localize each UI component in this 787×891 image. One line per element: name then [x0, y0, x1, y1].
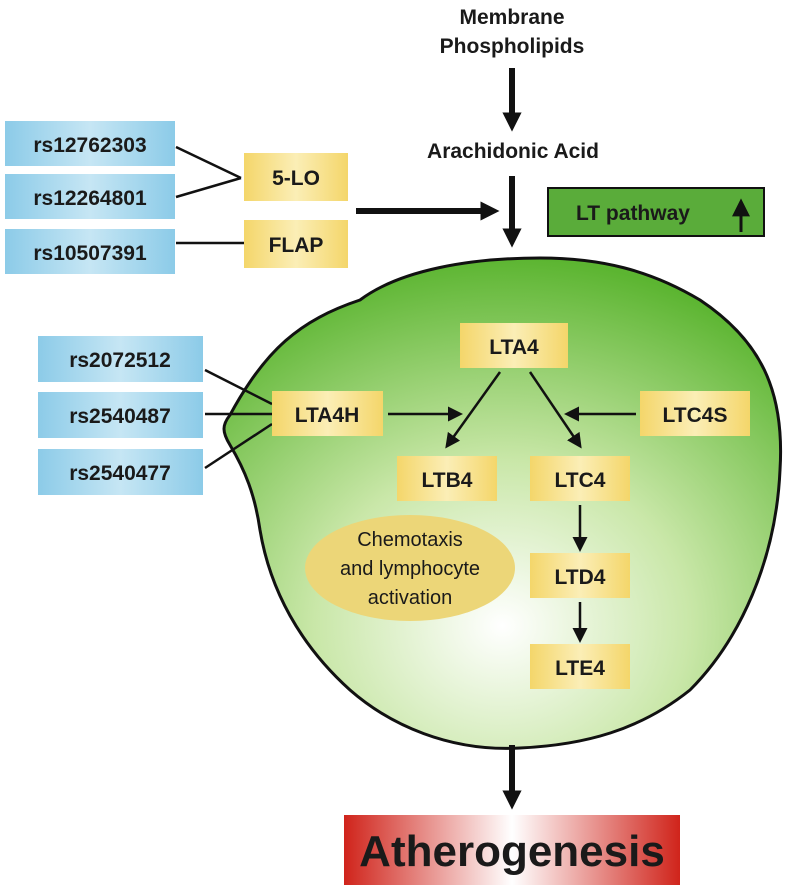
effect-line-2: and lymphocyte: [340, 558, 480, 580]
cell-shape: [222, 256, 783, 750]
metabolite-label-lta4: LTA4: [489, 336, 539, 359]
effect-line-3: activation: [368, 587, 453, 609]
metabolite-box-ltd4: [530, 553, 630, 598]
enzyme-box-lta4h: [272, 391, 383, 436]
enzyme-label-5lo: 5-LO: [272, 167, 320, 190]
enzyme-box-ltc4s: [640, 391, 750, 436]
snp-box-rs12762303: [5, 121, 175, 166]
enzyme-label-ltc4s: LTC4S: [663, 404, 728, 427]
snp-label: rs12762303: [33, 134, 146, 157]
membrane-label-line1: Membrane: [459, 6, 564, 29]
snp-box-rs2540477: [38, 449, 203, 495]
atherogenesis-box: [344, 815, 680, 885]
lt-pathway-label: LT pathway: [576, 202, 690, 225]
enzyme-label-lta4h: LTA4H: [295, 404, 360, 427]
enzyme-box-flap: [244, 220, 348, 268]
connector-snp2-5lo: [175, 176, 242, 199]
snp-label: rs10507391: [33, 242, 147, 265]
snp-label: rs2540477: [69, 462, 171, 485]
snp-label: rs2540487: [69, 405, 171, 428]
metabolite-label-ltc4: LTC4: [555, 469, 606, 492]
connector-rs2540477-lta4h: [204, 422, 273, 470]
atherogenesis-label: Atherogenesis: [359, 827, 665, 876]
arachidonic-acid-label: Arachidonic Acid: [427, 140, 599, 163]
snp-label: rs12264801: [33, 187, 147, 210]
ltb4-effect-ellipse: [305, 515, 515, 621]
metabolite-label-ltd4: LTD4: [555, 566, 606, 589]
snp-box-rs12264801: [5, 174, 175, 219]
enzyme-box-5lo: [244, 153, 348, 201]
effect-line-1: Chemotaxis: [357, 529, 463, 551]
metabolite-label-ltb4: LTB4: [422, 469, 473, 492]
snp-label: rs2072512: [69, 349, 171, 372]
enzyme-label-flap: FLAP: [269, 234, 324, 257]
lt-pathway-box: [547, 187, 765, 237]
metabolite-box-ltb4: [397, 456, 497, 501]
metabolite-box-lte4: [530, 644, 630, 689]
connector-rs2072512-lta4h: [204, 368, 273, 406]
metabolite-label-lte4: LTE4: [555, 657, 605, 680]
arrow-lta4-to-ltc4: [528, 371, 582, 449]
snp-box-rs10507391: [5, 229, 175, 274]
snp-box-rs2540487: [38, 392, 203, 438]
metabolite-box-lta4: [460, 323, 568, 368]
metabolite-box-ltc4: [530, 456, 630, 501]
membrane-label-line2: Phospholipids: [440, 35, 585, 58]
connector-snp1-5lo: [175, 145, 242, 180]
snp-box-rs2072512: [38, 336, 203, 382]
arrow-lta4-to-ltb4: [445, 371, 502, 449]
